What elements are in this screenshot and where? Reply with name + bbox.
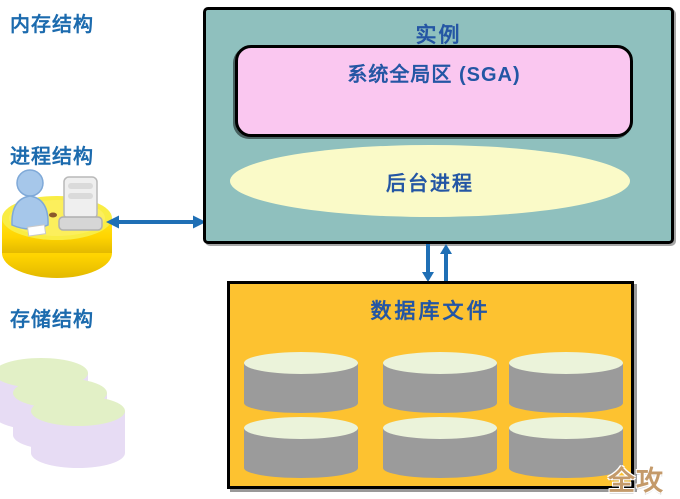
database-cylinder-icon xyxy=(243,352,359,414)
instance-box: 实例 系统全局区 (SGA) 后台进程 xyxy=(203,7,674,244)
instance-title: 实例 xyxy=(415,24,462,47)
background-process-label: 后台进程 xyxy=(386,172,474,195)
database-cylinder-icon xyxy=(508,352,624,414)
up-arrow-icon xyxy=(440,244,452,282)
memory-structure-label: 内存结构 xyxy=(10,14,94,36)
sga-label: 系统全局区 (SGA) xyxy=(347,64,521,86)
database-files-title: 数据库文件 xyxy=(370,300,491,323)
database-cylinder-icon xyxy=(382,352,498,414)
database-files-box: 数据库文件 xyxy=(227,281,634,489)
storage-structure-label: 存储结构 xyxy=(10,309,94,331)
user-at-computer-icon xyxy=(2,169,112,278)
database-cylinder-icon xyxy=(508,417,624,479)
process-structure-label: 进程结构 xyxy=(10,146,94,168)
user-instance-bidirectional-arrow-icon xyxy=(106,215,206,229)
instance-database-arrows-icon xyxy=(422,244,452,282)
storage-disks-icon xyxy=(0,358,125,468)
background-process-ellipse: 后台进程 xyxy=(230,145,630,217)
watermark-text: 全攻略 xyxy=(608,466,664,496)
database-cylinder-icon xyxy=(382,417,498,479)
sga-box: 系统全局区 (SGA) xyxy=(235,45,633,137)
down-arrow-icon xyxy=(422,244,434,282)
database-cylinder-icon xyxy=(243,417,359,479)
